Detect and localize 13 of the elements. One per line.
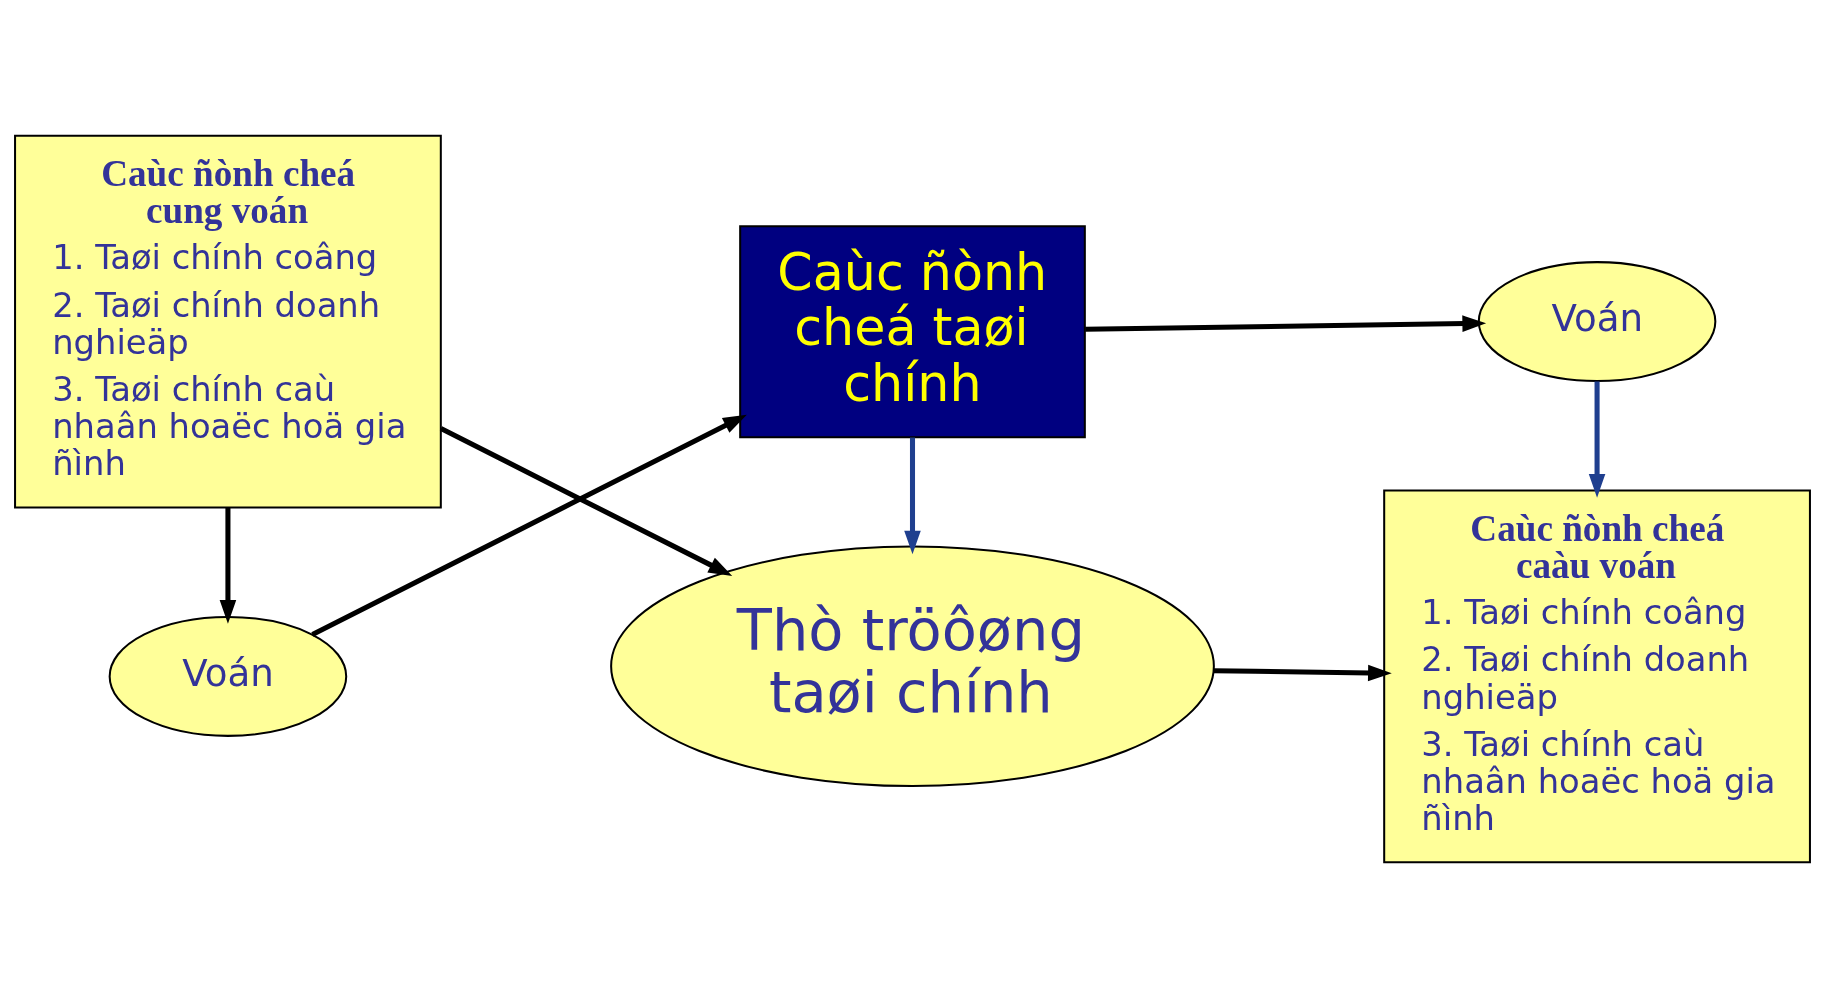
arrow xyxy=(1085,315,1487,332)
arrow xyxy=(439,426,733,576)
node-ellipse: Voán xyxy=(1477,261,1717,383)
arrow xyxy=(904,437,921,555)
node-box: Caùc ñònh cheá cung voán 1. Taøi chính coâng 2. Taøi chính doanh nghieäp 3. Taøi chính caù nhaân hoaëc hoä gia ñình xyxy=(14,134,442,509)
node-ellipse: Voán xyxy=(108,615,348,737)
node-box: Caùc ñònh cheá caàu voán 1. Taøi chính coâng 2. Taøi chính doanh nghieäp 3. Taøi chính caù nhaân hoaëc hoä gia ñình xyxy=(1383,489,1811,864)
arrow xyxy=(311,414,747,637)
node-box: Caùc ñònh cheá taøi chính xyxy=(739,225,1086,439)
arrow xyxy=(1213,664,1392,682)
arrow xyxy=(219,507,237,624)
node-ellipse: Thò tröôøng taøi chính xyxy=(610,545,1215,788)
arrow xyxy=(1588,381,1606,498)
